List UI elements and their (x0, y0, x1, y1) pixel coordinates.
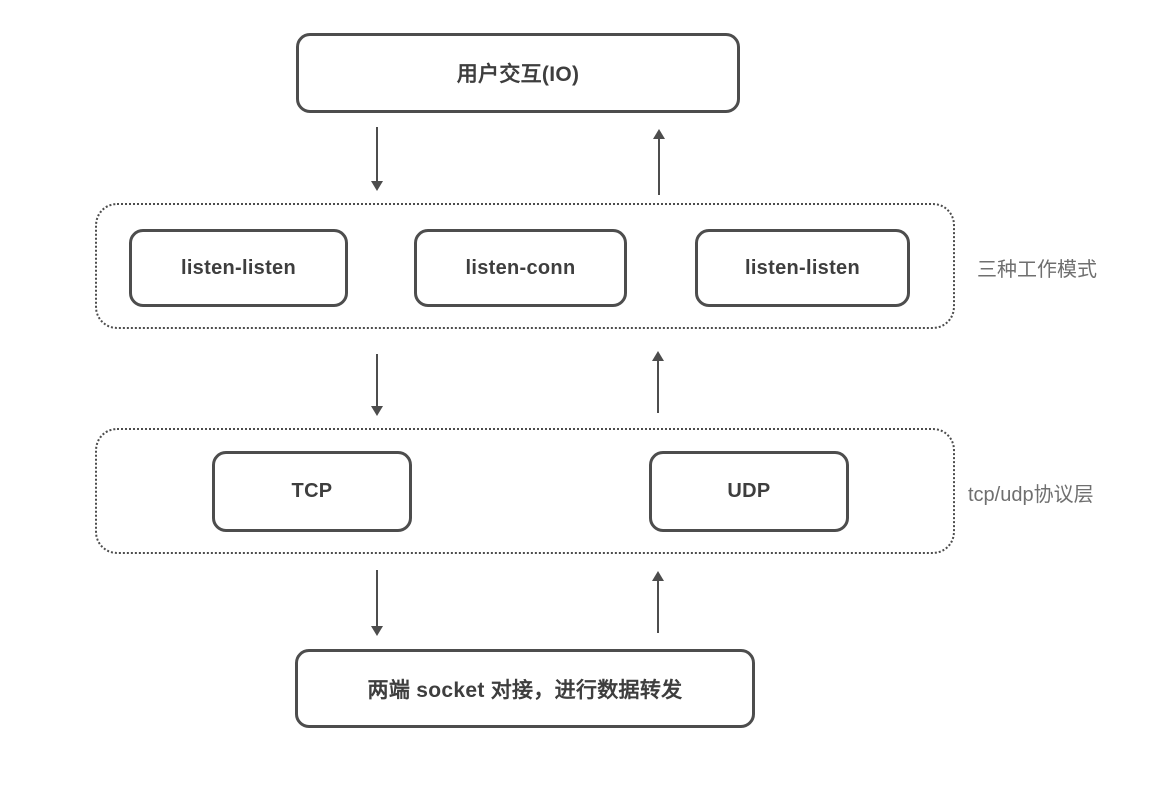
mode-box-listen-listen-1: listen-listen (129, 229, 348, 307)
arrow-up-protocol-to-modes-icon (652, 351, 664, 413)
arrow-line (657, 359, 659, 413)
mode-label: listen-listen (744, 256, 861, 279)
arrow-up-modes-to-io-icon (653, 129, 665, 195)
mode-box-listen-conn: listen-conn (414, 229, 627, 307)
arrow-line (376, 570, 378, 628)
mode-label: listen-listen (180, 256, 297, 279)
arrow-head (371, 181, 383, 191)
udp-label: UDP (727, 480, 771, 502)
udp-box: UDP (649, 451, 849, 532)
mode-box-listen-listen-2: listen-listen (695, 229, 910, 307)
socket-forward-box: 两端 socket 对接，进行数据转发 (295, 649, 755, 728)
user-io-box: 用户交互(IO) (296, 33, 740, 113)
tcp-label: TCP (291, 480, 333, 502)
arrow-line (376, 127, 378, 183)
arrow-head (371, 626, 383, 636)
arrow-down-io-to-modes-icon (371, 127, 383, 191)
arrow-down-modes-to-protocol-icon (371, 354, 383, 416)
arrow-line (376, 354, 378, 408)
protocol-group-side-label: tcp/udp协议层 (968, 484, 1094, 506)
arrow-line (657, 579, 659, 633)
arrow-head (371, 406, 383, 416)
user-io-label: 用户交互(IO) (456, 63, 580, 86)
tcp-box: TCP (212, 451, 412, 532)
arrow-head (652, 351, 664, 361)
socket-forward-label: 两端 socket 对接，进行数据转发 (367, 678, 683, 702)
arrow-down-protocol-to-socket-icon (371, 570, 383, 636)
mode-label: listen-conn (465, 256, 576, 279)
modes-group-side-label: 三种工作模式 (977, 259, 1097, 281)
modes-group: listen-listen listen-conn listen-listen (95, 203, 955, 329)
arrow-head (652, 571, 664, 581)
arrow-line (658, 137, 660, 195)
arrow-up-socket-to-protocol-icon (652, 571, 664, 633)
arrow-head (653, 129, 665, 139)
protocol-group: TCP UDP (95, 428, 955, 554)
